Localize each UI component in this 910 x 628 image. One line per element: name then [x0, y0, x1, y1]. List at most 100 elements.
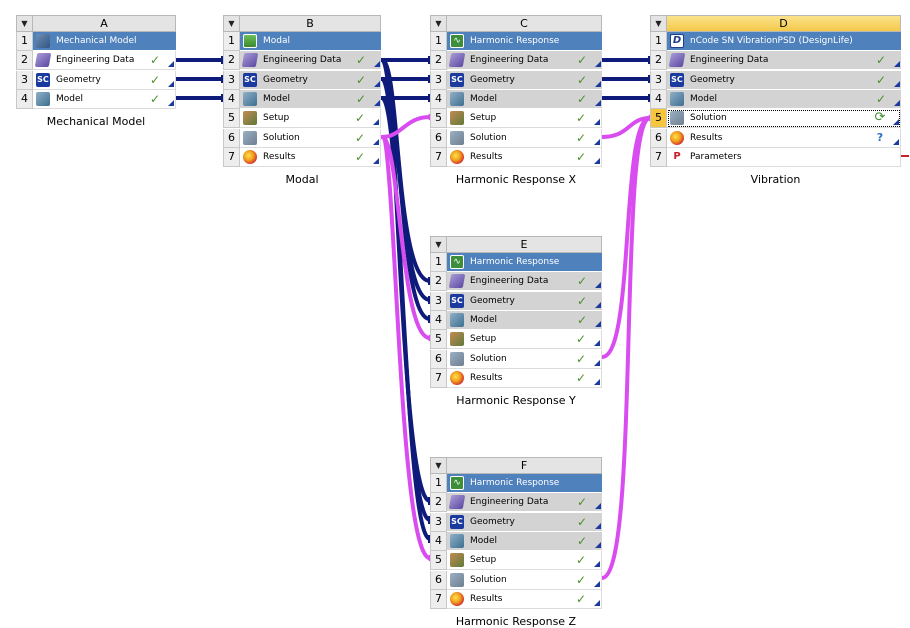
cell-harmonic-response[interactable]: ∿Harmonic Response — [447, 474, 602, 493]
cell-solution[interactable]: Solution✓ — [447, 570, 602, 590]
cell-label: Engineering Data — [263, 55, 342, 66]
cell-setup[interactable]: Setup✓ — [447, 330, 602, 350]
cell-solution[interactable]: Solution⟳ — [667, 109, 901, 129]
cell-modal[interactable]: Modal — [240, 32, 381, 51]
system-menu-dropdown[interactable]: ▼ — [430, 15, 447, 32]
cell-results[interactable]: Results? — [667, 128, 901, 148]
system-menu-dropdown[interactable]: ▼ — [430, 457, 447, 474]
system-menu-dropdown[interactable]: ▼ — [16, 15, 33, 32]
link-b4-e4 — [380, 96, 432, 321]
system-cell-row[interactable]: 1∿Harmonic Response — [430, 474, 602, 493]
cell-solution[interactable]: Solution✓ — [447, 349, 602, 369]
cell-harmonic-response[interactable]: ∿Harmonic Response — [447, 32, 602, 51]
cell-setup[interactable]: Setup✓ — [447, 109, 602, 129]
system-cell-row[interactable]: 1∿Harmonic Response — [430, 32, 602, 51]
cell-results[interactable]: Results✓ — [240, 147, 381, 167]
check-icon: ✓ — [576, 312, 588, 327]
cell-mechanical-model[interactable]: Mechanical Model — [33, 32, 176, 51]
system-letter: D — [667, 15, 901, 32]
cell-results[interactable]: Results✓ — [447, 589, 602, 609]
cell-engineering-data[interactable]: Engineering Data✓ — [447, 272, 602, 292]
cell-results[interactable]: Results✓ — [447, 368, 602, 388]
cell-solution[interactable]: Solution✓ — [240, 128, 381, 148]
cell-engineering-data[interactable]: Engineering Data✓ — [33, 51, 176, 71]
cell-setup[interactable]: Setup✓ — [447, 551, 602, 571]
cell-model[interactable]: Model✓ — [447, 531, 602, 551]
cell-model[interactable]: Model✓ — [240, 89, 381, 109]
cell-model[interactable]: Model✓ — [33, 89, 176, 109]
cell-model[interactable]: Model✓ — [447, 89, 602, 109]
system-cell-row[interactable]: 1∿Harmonic Response — [430, 253, 602, 272]
system-caption[interactable]: Modal — [285, 173, 319, 187]
system-caption[interactable]: Vibration — [750, 173, 801, 187]
cell-label: Setup — [470, 555, 497, 566]
system-menu-dropdown[interactable]: ▼ — [650, 15, 667, 32]
check-icon: ✓ — [875, 91, 887, 106]
system-caption[interactable]: Harmonic Response Y — [456, 394, 576, 408]
cell-solution[interactable]: Solution✓ — [447, 128, 602, 148]
system-caption[interactable]: Mechanical Model — [46, 115, 146, 129]
cell-engineering-data[interactable]: Engineering Data✓ — [447, 51, 602, 71]
cell-setup[interactable]: Setup✓ — [240, 109, 381, 129]
system-header: ▼C — [430, 15, 602, 32]
cell-harmonic-response[interactable]: ∿Harmonic Response — [447, 253, 602, 272]
system-caption[interactable]: Harmonic Response Z — [455, 615, 577, 628]
check-icon: ✓ — [354, 130, 366, 145]
system-menu-dropdown[interactable]: ▼ — [223, 15, 240, 32]
cell-engineering-data[interactable]: Engineering Data✓ — [240, 51, 381, 71]
system-menu-dropdown[interactable]: ▼ — [430, 236, 447, 253]
cell-engineering-data[interactable]: Engineering Data✓ — [667, 51, 901, 71]
link-b3-e3 — [380, 77, 432, 302]
cell-expand-corner-icon — [595, 80, 601, 87]
cell-model[interactable]: Model✓ — [447, 310, 602, 330]
cell-engineering-data[interactable]: Engineering Data✓ — [447, 493, 602, 513]
cell-results[interactable]: Results✓ — [447, 147, 602, 167]
system-caption[interactable]: Harmonic Response X — [455, 173, 577, 187]
cell-model[interactable]: Model✓ — [667, 89, 901, 109]
